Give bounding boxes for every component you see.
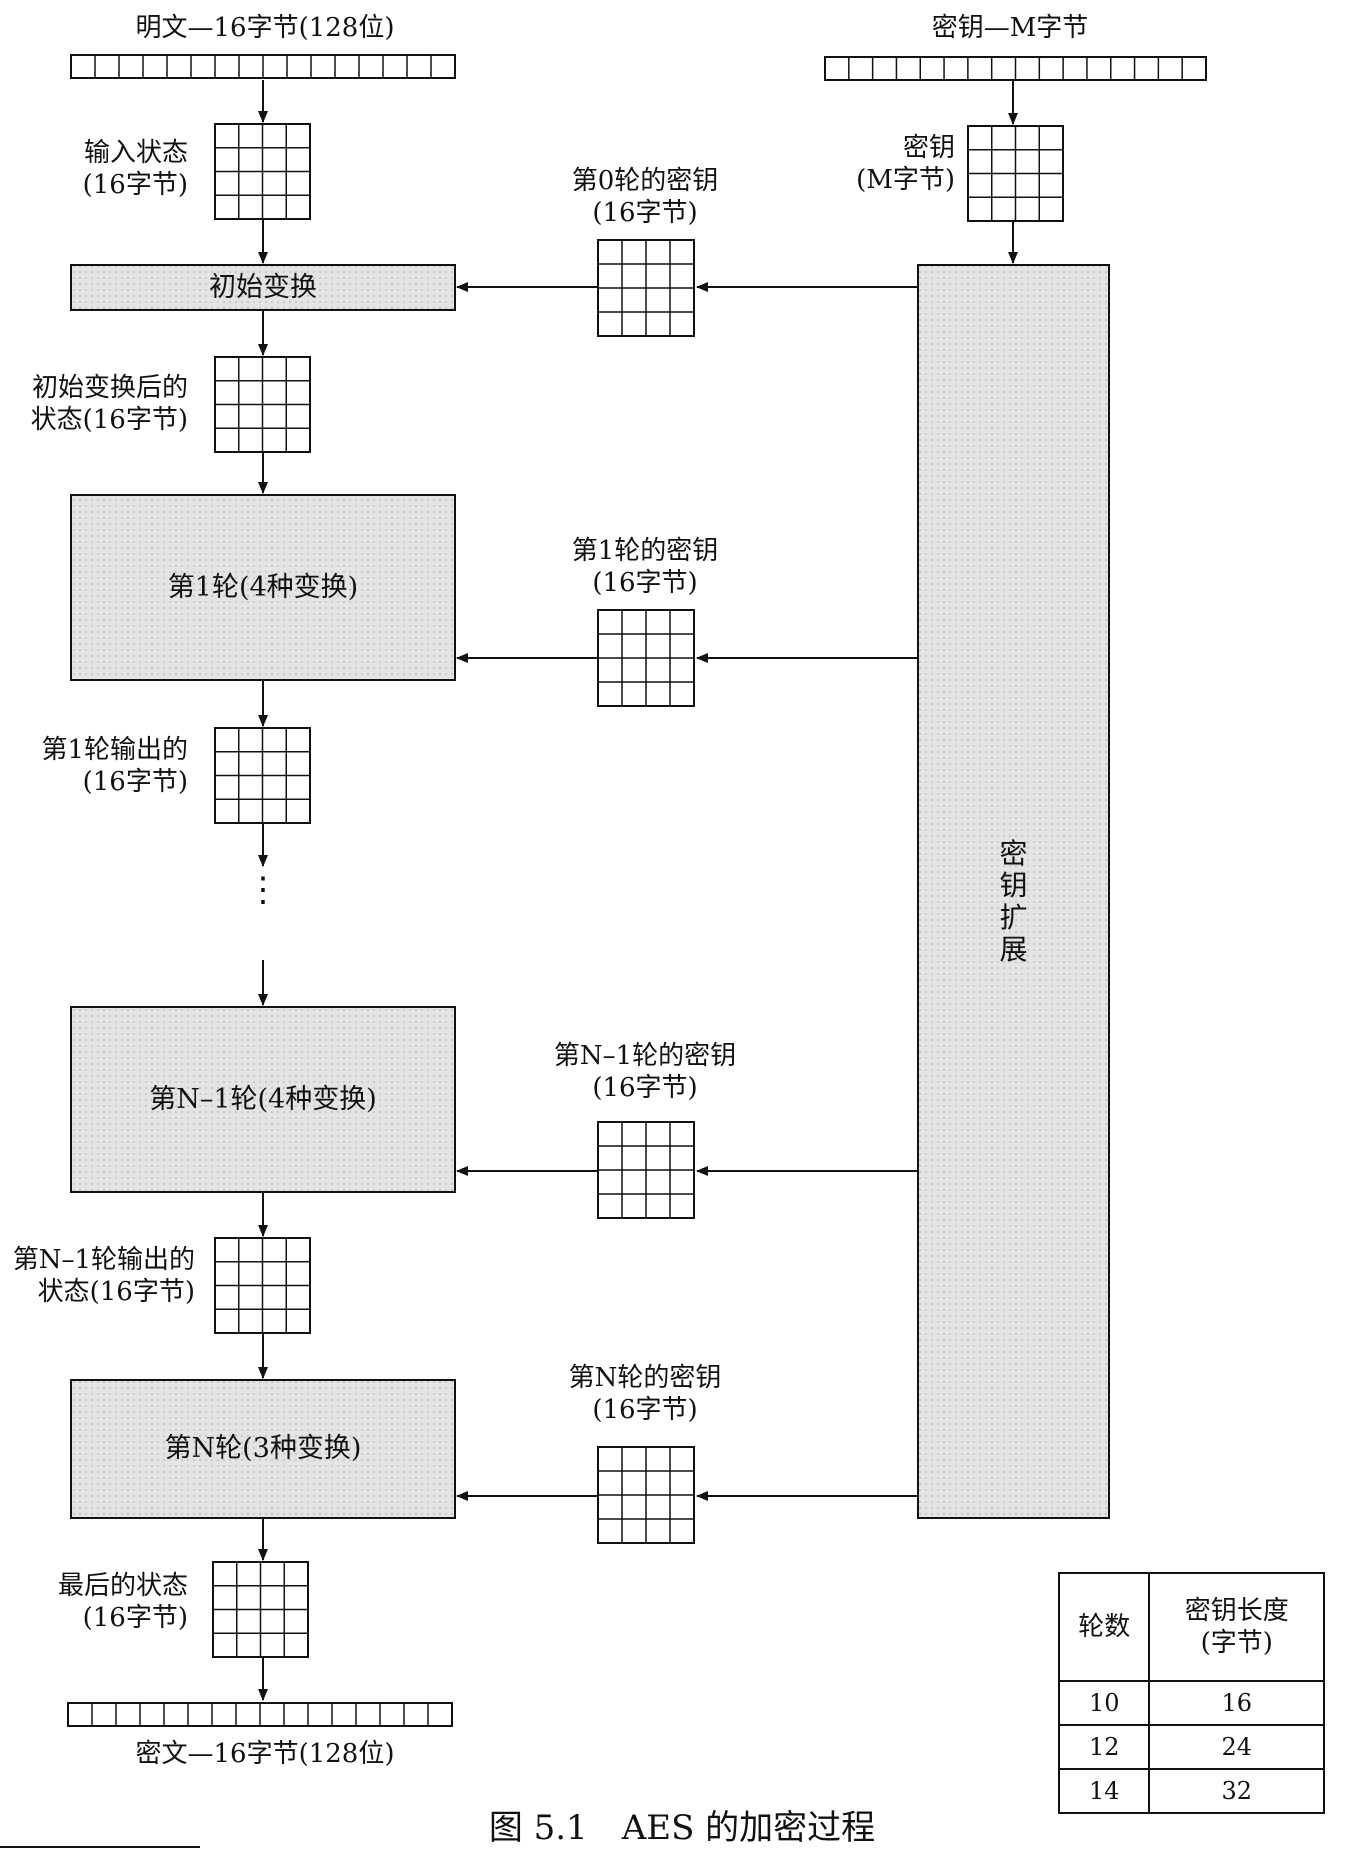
- ciphertext-label: 密文—16字节(128位): [135, 1739, 395, 1769]
- table-cell-rounds: 14: [1057, 1768, 1151, 1814]
- plaintext-byte-strip: [70, 54, 456, 79]
- table-cell-rounds: 10: [1057, 1680, 1151, 1726]
- table-cell-keylength: 16: [1148, 1680, 1325, 1726]
- table-cell-rounds: 12: [1057, 1724, 1151, 1770]
- after-initial-label: 初始变换后的 状态(16字节): [30, 373, 188, 435]
- initial-transform-text: 初始变换: [209, 272, 317, 303]
- round1-output-matrix: [214, 727, 311, 824]
- roundN1-key-matrix: [597, 1121, 695, 1219]
- final-state-label: 最后的状态 (16字节): [57, 1571, 188, 1633]
- key-expansion-text: 密 钥 扩 展: [999, 837, 1028, 966]
- roundN1-key-label: 第N–1轮的密钥 (16字节): [553, 1041, 737, 1103]
- round0-key-matrix: [597, 239, 695, 337]
- table-row: 12 24: [1057, 1724, 1325, 1770]
- roundN-key-matrix: [597, 1446, 695, 1544]
- ciphertext-byte-strip: [67, 1702, 453, 1727]
- after-initial-state-matrix: [214, 356, 311, 453]
- roundN1-box: [70, 1006, 456, 1193]
- input-state-label: 输入状态 (16字节): [82, 138, 188, 200]
- table-header-rounds: 轮数: [1057, 1572, 1151, 1682]
- initial-transform-box: [70, 264, 456, 311]
- table-row: 10 16: [1057, 1680, 1325, 1726]
- round0-key-label: 第0轮的密钥 (16字节): [571, 166, 719, 228]
- round1-key-matrix: [597, 609, 695, 707]
- footnote-rule: [0, 1846, 200, 1848]
- roundN1-box-text: 第N–1轮(4种变换): [149, 1084, 377, 1115]
- roundN-key-label: 第N轮的密钥 (16字节): [568, 1363, 722, 1425]
- key-matrix-label: 密钥 (M字节): [856, 133, 955, 195]
- key-expansion-box: [917, 264, 1110, 1519]
- figure-caption: 图 5.1 AES 的加密过程: [488, 1808, 876, 1848]
- roundN-box-text: 第N轮(3种变换): [164, 1433, 362, 1464]
- ellipsis: ⋮: [246, 870, 280, 910]
- rounds-keylength-table: 轮数 密钥长度 (字节) 10 16 12 24 14 32: [1057, 1572, 1325, 1814]
- round1-box-text: 第1轮(4种变换): [167, 572, 359, 603]
- roundN-box: [70, 1379, 456, 1519]
- key-byte-strip: [824, 56, 1207, 81]
- input-state-matrix: [214, 123, 311, 220]
- final-state-matrix: [212, 1561, 309, 1658]
- plaintext-label: 明文—16字节(128位): [135, 13, 395, 43]
- roundN1-output-label: 第N–1轮输出的 状态(16字节): [12, 1245, 195, 1307]
- table-header-keylength: 密钥长度 (字节): [1148, 1572, 1325, 1682]
- round1-key-label: 第1轮的密钥 (16字节): [571, 536, 719, 598]
- table-row: 14 32: [1057, 1768, 1325, 1814]
- key-label: 密钥—M字节: [931, 13, 1089, 43]
- table-cell-keylength: 32: [1148, 1768, 1325, 1814]
- round1-box: [70, 494, 456, 681]
- table-cell-keylength: 24: [1148, 1724, 1325, 1770]
- round1-output-label: 第1轮输出的 (16字节): [41, 735, 188, 797]
- key-matrix: [967, 125, 1064, 222]
- roundN1-output-matrix: [214, 1237, 311, 1334]
